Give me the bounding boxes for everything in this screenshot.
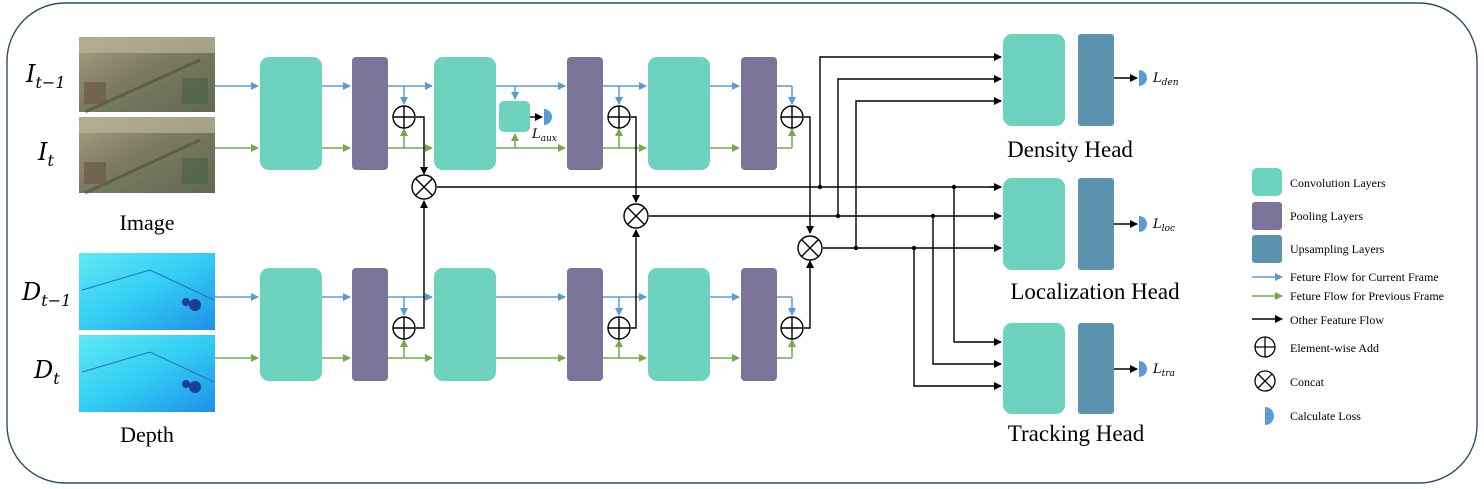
aux-conv-block [499, 101, 530, 132]
depth-conv-block-3 [648, 268, 710, 381]
outer-frame [6, 2, 1478, 484]
depth-caption: Depth [120, 422, 174, 447]
label-depth-cur: Dt [33, 356, 60, 388]
depth-input-cur [79, 335, 215, 412]
add-icon [392, 105, 416, 129]
density-head-conv [1003, 34, 1065, 126]
depth-pool-block-2 [567, 268, 603, 381]
depth-pool-block-1 [352, 268, 388, 381]
img-conv-block-1 [260, 57, 322, 170]
depth-conv-block-2 [434, 268, 496, 381]
legend-previous-flow-label: Feture Flow for Previous Frame [1290, 289, 1444, 303]
legend-upsample-swatch [1252, 235, 1282, 263]
legend-upsample-label: Upsampling Layers [1290, 242, 1385, 256]
localization-head-conv [1003, 178, 1065, 270]
add-icon [780, 105, 804, 129]
depth-conv-block-1 [260, 268, 322, 381]
legend-concat-label: Concat [1290, 375, 1325, 389]
tracking-head-title: Tracking Head [1008, 421, 1145, 446]
tracking-head-conv [1003, 323, 1065, 414]
label-img-prev: It−1 [25, 60, 66, 92]
loss-icon [1139, 216, 1147, 232]
depth-pool-block-3 [741, 268, 777, 381]
legend-add-label: Element-wise Add [1290, 341, 1379, 355]
other-feature-flows [416, 53, 1138, 390]
legend-conv-swatch [1252, 168, 1282, 196]
add-icon [780, 316, 804, 340]
add-icon [607, 316, 631, 340]
loss-icon [1139, 361, 1147, 377]
loss-icon [544, 109, 552, 125]
legend-loss-label: Calculate Loss [1290, 409, 1361, 423]
loss-loc-label: Lloc [1152, 217, 1175, 234]
img-pool-block-1 [352, 57, 388, 170]
img-conv-block-3 [648, 57, 710, 170]
image-caption: Image [120, 210, 175, 235]
concat-icon [797, 235, 823, 261]
depth-input-prev [79, 253, 215, 330]
density-head-upsample [1078, 34, 1114, 126]
localization-head-title: Localization Head [1010, 279, 1180, 304]
localization-head-upsample [1078, 178, 1114, 270]
legend-current-flow-label: Feture Flow for Current Frame [1290, 270, 1439, 284]
depth-stream-flows [215, 293, 796, 362]
legend-other-flow-label: Other Feature Flow [1290, 313, 1384, 327]
loss-aux-label: Laux [531, 127, 557, 144]
loss-tra-label: Ltra [1152, 362, 1175, 379]
image-stream-flows [215, 82, 796, 152]
concat-icon [623, 203, 649, 229]
label-img-cur: It [37, 138, 54, 170]
img-pool-block-3 [741, 57, 777, 170]
add-icon [607, 105, 631, 129]
legend-conv-label: Convolution Layers [1290, 176, 1386, 190]
junction-dots [817, 184, 957, 251]
legend: Convolution Layers Pooling Layers Upsamp… [1252, 168, 1444, 425]
legend-pool-label: Pooling Layers [1290, 209, 1363, 223]
image-input-cur [79, 117, 215, 195]
legend-concat-icon [1254, 370, 1276, 392]
density-head-title: Density Head [1007, 137, 1133, 162]
legend-pool-swatch [1252, 202, 1282, 230]
loss-den-label: Lden [1152, 71, 1179, 88]
tracking-head-upsample [1078, 323, 1114, 414]
concat-icon [411, 174, 437, 200]
image-input-prev [79, 37, 215, 114]
label-depth-prev: Dt−1 [21, 278, 71, 310]
loss-icon [1139, 70, 1147, 86]
img-pool-block-2 [567, 57, 603, 170]
legend-add-icon [1254, 336, 1276, 358]
img-conv-block-2 [434, 57, 496, 170]
add-icon [392, 316, 416, 340]
legend-loss-icon [1265, 407, 1274, 425]
